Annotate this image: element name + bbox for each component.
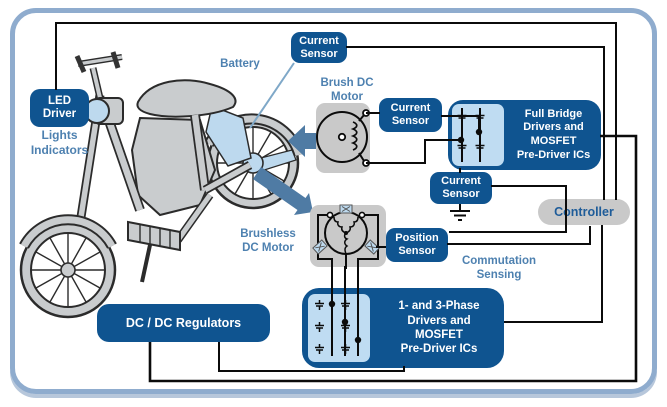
mosfet-h-bridge-icon: [452, 104, 504, 166]
lights-indicators-label: Lights Indicators: [11, 128, 108, 157]
box-label-line: Sensor: [442, 188, 480, 200]
box-label-line: Driver: [42, 108, 77, 120]
box-label-line: Sensor: [391, 115, 430, 127]
box-label-line: Current: [441, 175, 481, 188]
full-bridge-drivers-label: Full Bridge Drivers and MOSFET Pre-Drive…: [506, 108, 601, 163]
box-label-line: Controller: [554, 205, 614, 219]
box-label-line: 1- and 3-Phase: [398, 300, 480, 313]
position-sensor-box: Position Sensor: [386, 228, 448, 262]
box-label-line: Position: [395, 232, 439, 245]
box-label-line: MOSFET: [530, 135, 577, 147]
label-line: Brushless: [240, 228, 296, 240]
box-label-line: Pre-Driver ICs: [516, 148, 591, 161]
dc-dc-regulators-box: DC / DC Regulators: [97, 304, 270, 342]
diagram-border-frame: [10, 8, 657, 394]
box-label-line: Drivers and: [407, 314, 471, 327]
label-line: Motor: [331, 91, 363, 104]
box-label-line: Full Bridge: [524, 107, 583, 120]
label-line: Commutation: [461, 255, 537, 267]
brush-dc-motor-symbol: [316, 103, 370, 173]
label-line: Sensing: [476, 269, 522, 282]
box-label-line: Sensor: [300, 47, 338, 60]
label-line: Brush DC: [320, 77, 374, 89]
box-label-line: MOSFET: [415, 329, 463, 341]
phase-drivers-label: 1- and 3-Phase Drivers and MOSFET Pre-Dr…: [374, 299, 504, 357]
battery-label: Battery: [203, 57, 277, 71]
full-bridge-drivers-box: Full Bridge Drivers and MOSFET Pre-Drive…: [448, 100, 601, 170]
controller-box: Controller: [538, 199, 630, 225]
label-line: Battery: [220, 58, 260, 70]
hall-sensor-icon: [339, 204, 353, 214]
mosfet-three-phase-icon: [308, 294, 370, 362]
current-sensor-bridge-box: Current Sensor: [430, 172, 492, 204]
label-line: Lights: [41, 128, 78, 142]
current-sensor-brush-motor-box: Current Sensor: [379, 98, 442, 132]
led-driver-box: LED Driver: [30, 89, 89, 127]
box-label-line: DC / DC Regulators: [125, 315, 242, 330]
brush-dc-motor-label: Brush DC Motor: [312, 76, 382, 104]
box-label-line: Sensor: [398, 245, 436, 257]
box-label-line: Pre-Driver ICs: [400, 343, 478, 356]
box-label-line: Drivers and: [523, 121, 584, 134]
current-sensor-battery-box: Current Sensor: [291, 32, 347, 63]
brushless-dc-motor-symbol: [310, 204, 388, 269]
brushless-dc-motor-label: Brushless DC Motor: [230, 227, 306, 255]
box-label-line: Current: [390, 102, 431, 115]
box-label-line: LED: [48, 94, 71, 107]
label-line: Indicators: [30, 142, 89, 157]
box-label-line: Current: [299, 34, 339, 47]
commutation-sensing-label: Commutation Sensing: [446, 254, 552, 282]
phase-drivers-box: 1- and 3-Phase Drivers and MOSFET Pre-Dr…: [302, 288, 504, 368]
label-line: DC Motor: [242, 242, 294, 255]
